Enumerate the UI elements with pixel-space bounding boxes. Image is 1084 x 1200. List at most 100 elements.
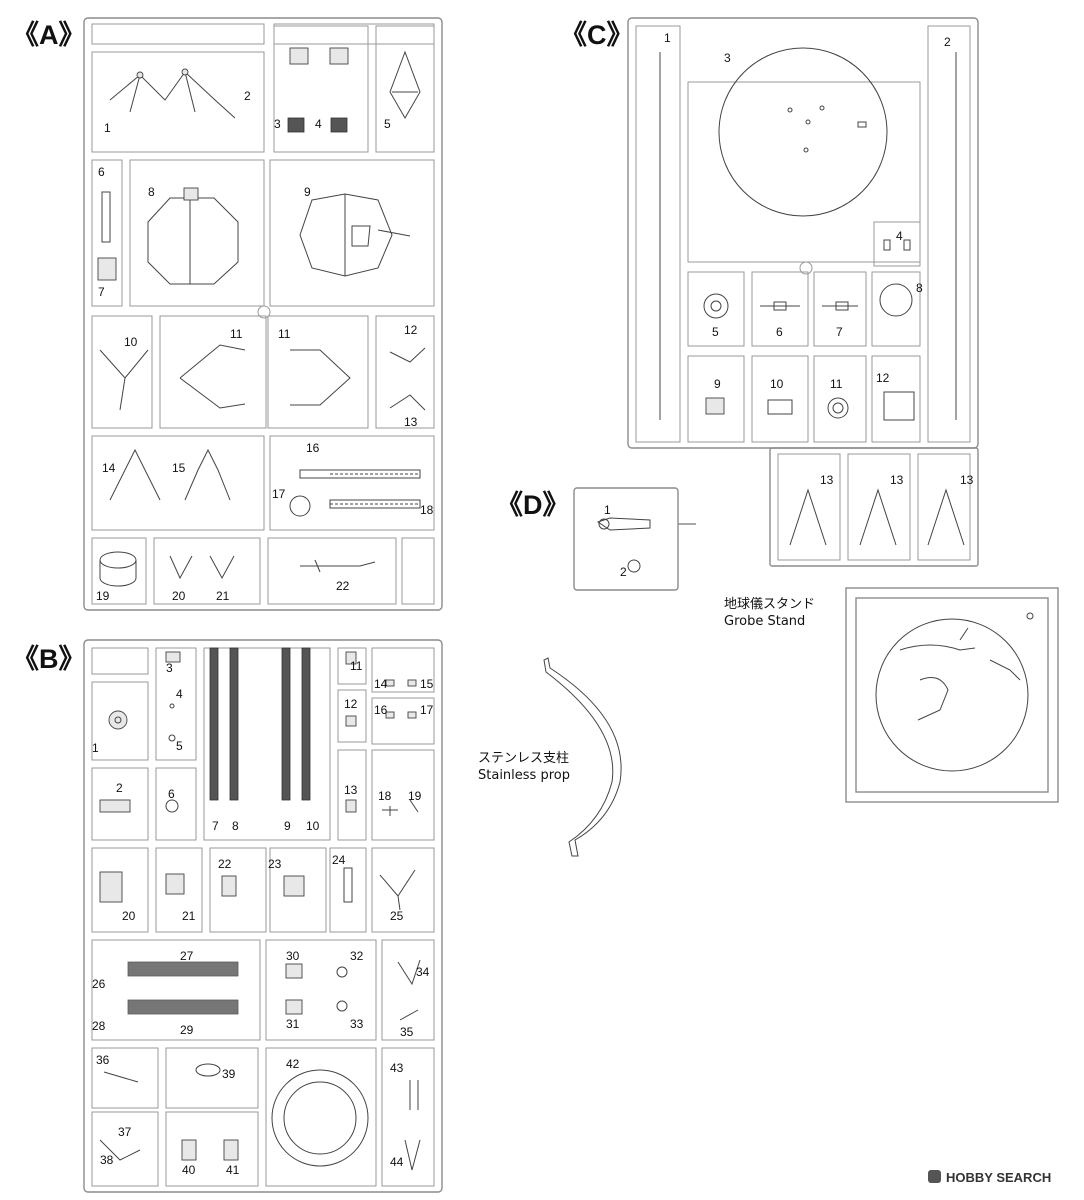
part-number-b-31: 31 [286,1017,300,1031]
part-number-b-35: 35 [400,1025,414,1039]
part-number-c-4: 4 [896,229,903,243]
stainless-prop-label-en: Stainless prop [478,768,570,783]
globe-stand: 地球儀スタンド Grobe Stand [724,587,1059,803]
part-number-b-3: 3 [166,661,173,675]
part-number-c-13: 13 [820,473,834,487]
part-number-a-7: 7 [98,285,105,299]
part-number-a-12: 12 [404,323,418,337]
part-number-a-18: 18 [420,503,434,517]
part-number-b-27: 27 [180,949,194,963]
part-number-c-8: 8 [916,281,923,295]
part-number-b-30: 30 [286,949,300,963]
part-number-b-36: 36 [96,1053,110,1067]
part-number-b-32: 32 [350,949,364,963]
part-number-d-2: 2 [620,565,627,579]
part-number-b-4: 4 [176,687,183,701]
part-number-c-9: 9 [714,377,721,391]
part-number-a-2: 2 [244,89,251,103]
part-number-c-5: 5 [712,325,719,339]
globe-stand-label-en: Grobe Stand [724,614,805,629]
part-number-a-22: 22 [336,579,350,593]
sprue-b-title: 《B》 [12,644,86,674]
part-number-b-28: 28 [92,1019,106,1033]
part-number-b-2: 2 [116,781,123,795]
part-number-a-1: 1 [104,121,111,135]
sprue-b: 《B》 [12,639,443,1193]
sprue-c-title: 《C》 [560,20,634,50]
part-number-a-9: 9 [304,185,311,199]
part-number-c-6: 6 [776,325,783,339]
part-number-a-15: 15 [172,461,186,475]
part-number-a-16: 16 [306,441,320,455]
part-number-b-11: 11 [350,659,363,673]
part-number-b-38: 38 [100,1153,114,1167]
stainless-prop-label-jp: ステンレス支柱 [478,751,569,766]
part-number-c-1: 1 [664,31,671,45]
part-number-d-1: 1 [604,503,611,517]
part-number-a-17: 17 [272,487,286,501]
part-number-b-12: 12 [344,697,358,711]
part-number-a-10: 10 [124,335,138,349]
part-number-c-3: 3 [724,51,731,65]
part-number-b-19: 19 [408,789,422,803]
part-number-b-21: 21 [182,909,196,923]
part-number-c-12: 12 [876,371,890,385]
part-number-b-39: 39 [222,1067,236,1081]
part-number-b-16: 16 [374,703,388,717]
part-number-a-11: 11 [230,327,243,341]
part-number-c-10: 10 [770,377,784,391]
part-number-a-11: 11 [278,327,291,341]
sprue-c: 《C》 [560,17,979,567]
part-number-b-14: 14 [374,677,388,691]
part-number-b-42: 42 [286,1057,300,1071]
part-number-b-13: 13 [344,783,358,797]
part-number-b-33: 33 [350,1017,364,1031]
part-number-b-22: 22 [218,857,232,871]
part-number-a-6: 6 [98,165,105,179]
part-number-c-13: 13 [890,473,904,487]
sprue-a: 《A》 [12,17,443,611]
part-number-a-3: 3 [274,117,281,131]
part-number-a-8: 8 [148,185,155,199]
part-number-b-41: 41 [226,1163,240,1177]
part-number-b-43: 43 [390,1061,404,1075]
hobby-search-logo-icon [928,1170,941,1183]
part-number-b-17: 17 [420,703,434,717]
part-number-b-18: 18 [378,789,392,803]
part-number-b-37: 37 [118,1125,132,1139]
part-number-b-8: 8 [232,819,239,833]
part-number-b-10: 10 [306,819,320,833]
part-number-b-26: 26 [92,977,106,991]
part-number-a-20: 20 [172,589,186,603]
part-number-b-34: 34 [416,965,430,979]
part-number-a-5: 5 [384,117,391,131]
part-number-b-44: 44 [390,1155,404,1169]
part-number-b-6: 6 [168,787,175,801]
part-number-b-40: 40 [182,1163,196,1177]
part-number-a-4: 4 [315,117,322,131]
part-number-b-20: 20 [122,909,136,923]
stainless-prop: ステンレス支柱 Stainless prop [478,657,622,857]
part-number-c-11: 11 [830,377,843,391]
part-number-a-14: 14 [102,461,116,475]
part-number-a-13: 13 [404,415,418,429]
part-number-b-1: 1 [92,741,99,755]
part-number-b-25: 25 [390,909,404,923]
part-number-b-23: 23 [268,857,282,871]
part-number-c-2: 2 [944,35,951,49]
sprue-d: 《D》 [496,487,696,591]
part-number-b-29: 29 [180,1023,194,1037]
part-number-b-5: 5 [176,739,183,753]
globe-stand-label-jp: 地球儀スタンド [724,597,815,612]
sprue-a-title: 《A》 [12,20,86,50]
sprue-d-title: 《D》 [496,490,570,520]
part-number-b-15: 15 [420,677,434,691]
part-number-a-21: 21 [216,589,230,603]
watermark: HOBBY SEARCH [928,1170,1051,1185]
watermark-text: HOBBY SEARCH [946,1170,1051,1185]
part-number-c-13: 13 [960,473,974,487]
part-number-b-7: 7 [212,819,219,833]
part-number-a-19: 19 [96,589,110,603]
